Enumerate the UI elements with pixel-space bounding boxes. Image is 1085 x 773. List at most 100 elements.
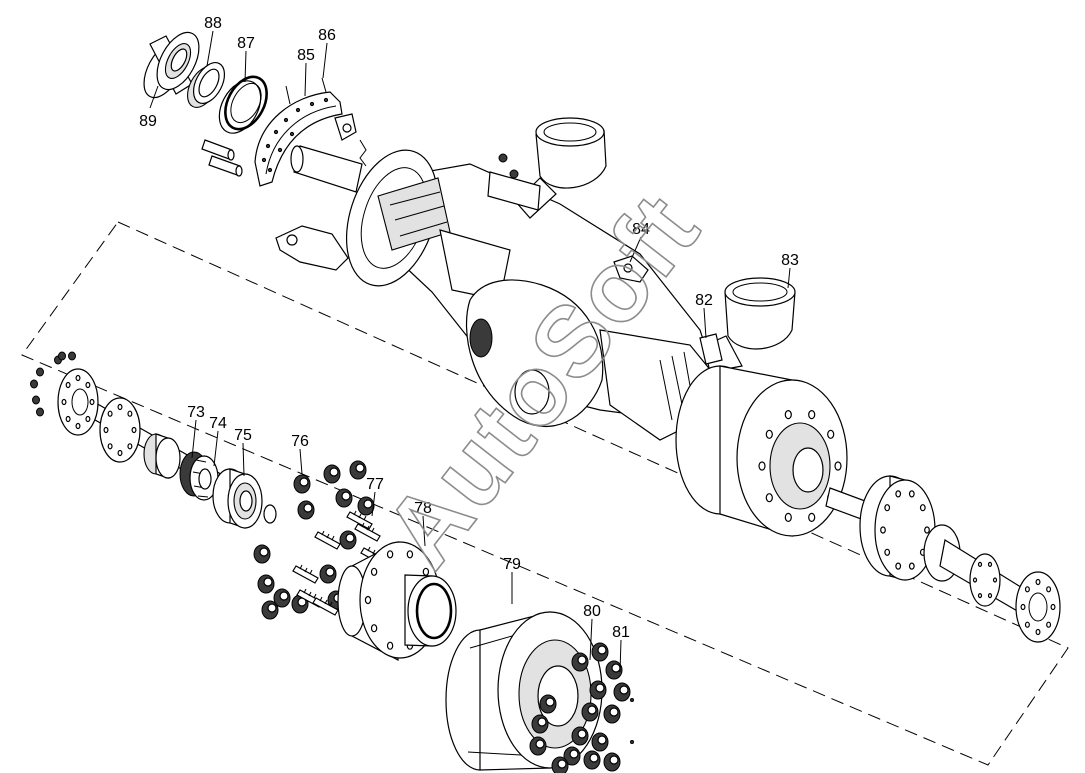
- axle-shaft-right-flange-small: [969, 553, 1001, 607]
- leader-88: [206, 30, 214, 67]
- nut-face: [341, 491, 351, 501]
- label-87: 87: [237, 35, 255, 52]
- bolt-hole: [895, 490, 902, 498]
- flange-stud: [58, 351, 66, 361]
- wheel-nuts-80-81: [529, 642, 634, 773]
- housing-seat-detail: [389, 191, 448, 237]
- nut-face: [279, 591, 289, 601]
- wheel-stud-thread: [321, 530, 335, 541]
- differential-opening-2: [514, 369, 550, 415]
- label-84: 84: [632, 221, 650, 238]
- wheel-nut-face: [545, 697, 555, 707]
- bolt-hole: [908, 490, 915, 498]
- label-78: 78: [414, 500, 432, 517]
- leader-73: [191, 419, 197, 459]
- rivet: [295, 107, 301, 113]
- axle-housing: [275, 145, 723, 441]
- bolt-hole: [992, 577, 998, 583]
- bracket-84-bolt: [623, 263, 633, 273]
- brake-chamber-upper-bolt-2: [509, 169, 519, 179]
- bolt-hole: [1050, 603, 1056, 611]
- bolt-hole: [107, 410, 113, 417]
- label-81: 81: [612, 624, 630, 641]
- wheel-stud: [292, 565, 319, 584]
- nut-face: [325, 567, 335, 577]
- leader-81: [619, 639, 622, 673]
- bolt-hole: [75, 422, 81, 430]
- bolt-hole: [895, 562, 902, 570]
- leader-80: [589, 618, 593, 661]
- wheel-stud: [827, 429, 835, 439]
- bearing-74-bore: [198, 468, 212, 490]
- wheel-stud: [314, 531, 341, 550]
- label-83: 83: [781, 252, 799, 269]
- bolt-hole: [89, 398, 95, 406]
- brake-shoe-pin-hole: [342, 123, 352, 133]
- exploded-view-frame: [21, 221, 1069, 766]
- flange-stud: [32, 395, 40, 405]
- label-82: 82: [695, 292, 713, 309]
- wheel-stud: [808, 512, 816, 523]
- brake-chamber-upper-bracket: [487, 171, 541, 211]
- brake-drum-79: [445, 611, 603, 771]
- wheel-stud: [765, 429, 773, 439]
- bolt-hole: [61, 398, 67, 406]
- bolt-hole: [117, 403, 123, 411]
- brake-chamber-upper-top: [535, 117, 605, 147]
- bolt-hole: [977, 592, 983, 599]
- wheel-stud: [784, 410, 792, 420]
- label-86: 86: [318, 27, 336, 44]
- ring-87: [218, 75, 268, 134]
- ring-87-front: [224, 75, 268, 131]
- wheel-nut-face: [589, 753, 599, 763]
- rivet: [283, 117, 289, 123]
- leader-74: [213, 430, 219, 467]
- rivet: [277, 147, 283, 153]
- brake-chamber-upper-rim: [543, 122, 597, 142]
- label-85: 85: [297, 47, 315, 64]
- bolt-hole: [131, 426, 137, 434]
- wheel-stud: [834, 461, 842, 471]
- bolt-hole: [107, 443, 113, 450]
- label-77: 77: [366, 476, 384, 493]
- housing-lower-bracket: [275, 225, 349, 271]
- bolt-hole: [65, 381, 71, 389]
- wheel-nut-face: [569, 749, 579, 759]
- nut-face: [267, 603, 277, 613]
- brake-chamber-83-rim: [732, 282, 788, 302]
- ring-87-inner: [230, 82, 262, 124]
- rivet: [265, 143, 271, 149]
- wheel-stud-thread: [319, 596, 333, 607]
- small-dot: [630, 698, 634, 702]
- leader-84: [629, 236, 642, 263]
- anchor-pin-1-end: [227, 149, 235, 161]
- bolt-hole: [884, 504, 891, 512]
- wheel-stud: [808, 410, 816, 420]
- hub-78: [337, 541, 457, 661]
- leader-83: [787, 267, 791, 289]
- flange-studs: [30, 351, 76, 417]
- label-88: 88: [204, 15, 222, 32]
- leader-82: [703, 307, 707, 339]
- slack-adjuster-body: [699, 333, 723, 365]
- leader-89: [149, 85, 159, 109]
- leader-75: [242, 442, 245, 477]
- leader-85: [304, 62, 307, 97]
- brake-drum-right: [675, 365, 848, 537]
- label-80: 80: [583, 603, 601, 620]
- slack-adjuster-82: [699, 333, 723, 365]
- hub-78-bore: [415, 582, 453, 640]
- wheel-nut-face: [557, 759, 567, 769]
- axle-shaft-left-collar-holes: [103, 403, 137, 457]
- part-84-bracket: [613, 255, 649, 283]
- washer-75: [263, 504, 277, 524]
- ring-88-bore: [198, 68, 220, 98]
- bolt-hole: [117, 449, 123, 457]
- spring-86: [321, 77, 367, 167]
- bolt-hole: [924, 526, 930, 534]
- wheel-stud: [346, 511, 373, 530]
- bracket-hole: [286, 234, 298, 246]
- wheel-nut-face: [577, 655, 587, 665]
- bolt-hole: [1035, 628, 1041, 636]
- brake-chamber-83-body: [724, 291, 796, 350]
